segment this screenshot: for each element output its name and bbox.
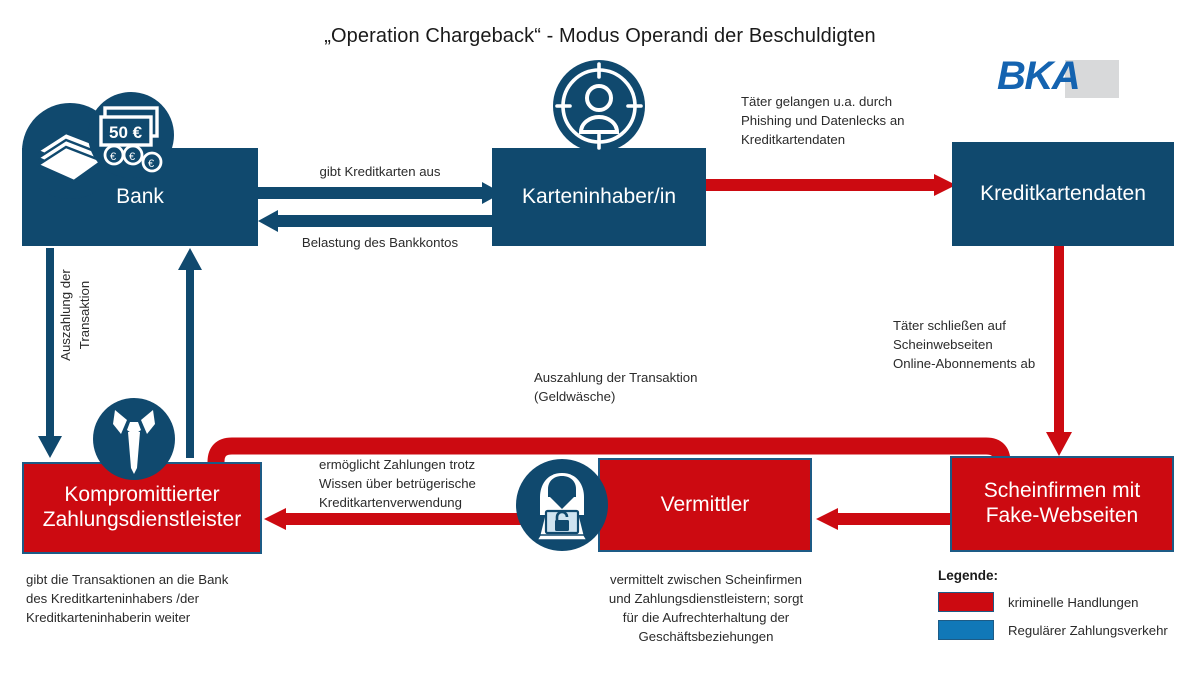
legend-title: Legende: — [938, 568, 999, 583]
node-shell-label-line2: Fake-Webseiten — [985, 504, 1139, 527]
svg-text:€: € — [148, 158, 154, 170]
euro-banknote-icon: 50 € € € € — [88, 92, 174, 178]
node-shell-firms-label: Scheinfirmen mit Fake-Webseiten — [984, 479, 1140, 529]
legend-label-criminal: kriminelle Handlungen — [1008, 594, 1139, 610]
caption-psp: gibt die Transaktionen an die Bank des K… — [26, 572, 229, 626]
arrow-intermediary-to-psp — [264, 508, 600, 530]
node-psp-label: Kompromittierter Zahlungsdienstleister — [43, 483, 241, 533]
node-shell-firms[interactable]: Scheinfirmen mit Fake-Webseiten — [950, 456, 1174, 552]
node-psp-label-line1: Kompromittierter — [64, 483, 220, 507]
node-bank-label: Bank — [116, 184, 164, 208]
legend-item-criminal: kriminelle Handlungen — [938, 592, 1188, 612]
node-card-data[interactable]: Kreditkartendaten — [952, 142, 1174, 246]
node-cardholder-label: Karteninhaber/in — [521, 184, 677, 208]
arrow-psp-to-bank — [178, 248, 202, 458]
edge-label-laundering: Auszahlung der Transaktion (Geldwäsche) — [534, 370, 698, 405]
logo-gray-block — [1065, 60, 1119, 98]
legend-label-regular: Regulärer Zahlungsverkehr — [1008, 622, 1168, 638]
necktie-businessman-icon — [93, 398, 175, 480]
node-cardholder[interactable]: Karteninhaber/in — [492, 148, 706, 246]
edge-label-account-debit: Belastung des Bankkontos — [301, 235, 459, 250]
edge-label-enables-payments: ermöglicht Zahlungen trotz Wissen über b… — [319, 457, 476, 511]
page-title: „Operation Chargeback“ - Modus Operandi … — [324, 25, 876, 47]
arrow-bank-to-cardholder — [258, 182, 502, 204]
legend-swatch-red — [938, 592, 994, 612]
node-intermediary[interactable]: Vermittler — [598, 458, 812, 552]
bka-logo: BKA — [997, 54, 1119, 100]
node-payment-service-provider[interactable]: Kompromittierter Zahlungsdienstleister — [22, 462, 262, 554]
legend: Legende: kriminelle Handlungen Regulärer… — [938, 568, 1188, 648]
svg-text:€: € — [129, 151, 135, 163]
node-psp-label-line2: Zahlungsdienstleister — [42, 508, 242, 531]
arrow-cardholder-to-bank — [258, 210, 502, 232]
legend-item-regular: Regulärer Zahlungsverkehr — [938, 620, 1188, 640]
logo-text: BKA — [997, 54, 1081, 98]
arrow-bank-to-psp — [38, 248, 62, 458]
edge-label-subscriptions: Täter schließen auf Scheinwebseiten Onli… — [893, 318, 1036, 372]
edge-label-issues-cards: gibt Kreditkarten aus — [319, 164, 441, 179]
arrow-carddata-to-shellfirms — [1046, 246, 1072, 456]
hooded-hacker-laptop-icon — [516, 459, 608, 551]
edge-label-payout-transaction: Auszahlung der Transaktion — [58, 269, 93, 361]
node-card-data-label: Kreditkartendaten — [980, 181, 1146, 205]
arrow-shellfirms-to-intermediary — [816, 508, 952, 530]
person-in-crosshairs-icon — [553, 60, 645, 152]
caption-intermediary: vermittelt zwischen Scheinfirmen und Zah… — [608, 572, 804, 645]
node-shell-label-line1: Scheinfirmen mit — [983, 479, 1141, 503]
arrow-cardholder-to-carddata — [706, 174, 956, 196]
legend-swatch-blue — [938, 620, 994, 640]
node-intermediary-label: Vermittler — [660, 492, 750, 516]
svg-text:€: € — [110, 151, 116, 163]
edge-label-phishing: Täter gelangen u.a. durch Phishing und D… — [741, 94, 905, 148]
svg-text:50 €: 50 € — [109, 123, 143, 142]
